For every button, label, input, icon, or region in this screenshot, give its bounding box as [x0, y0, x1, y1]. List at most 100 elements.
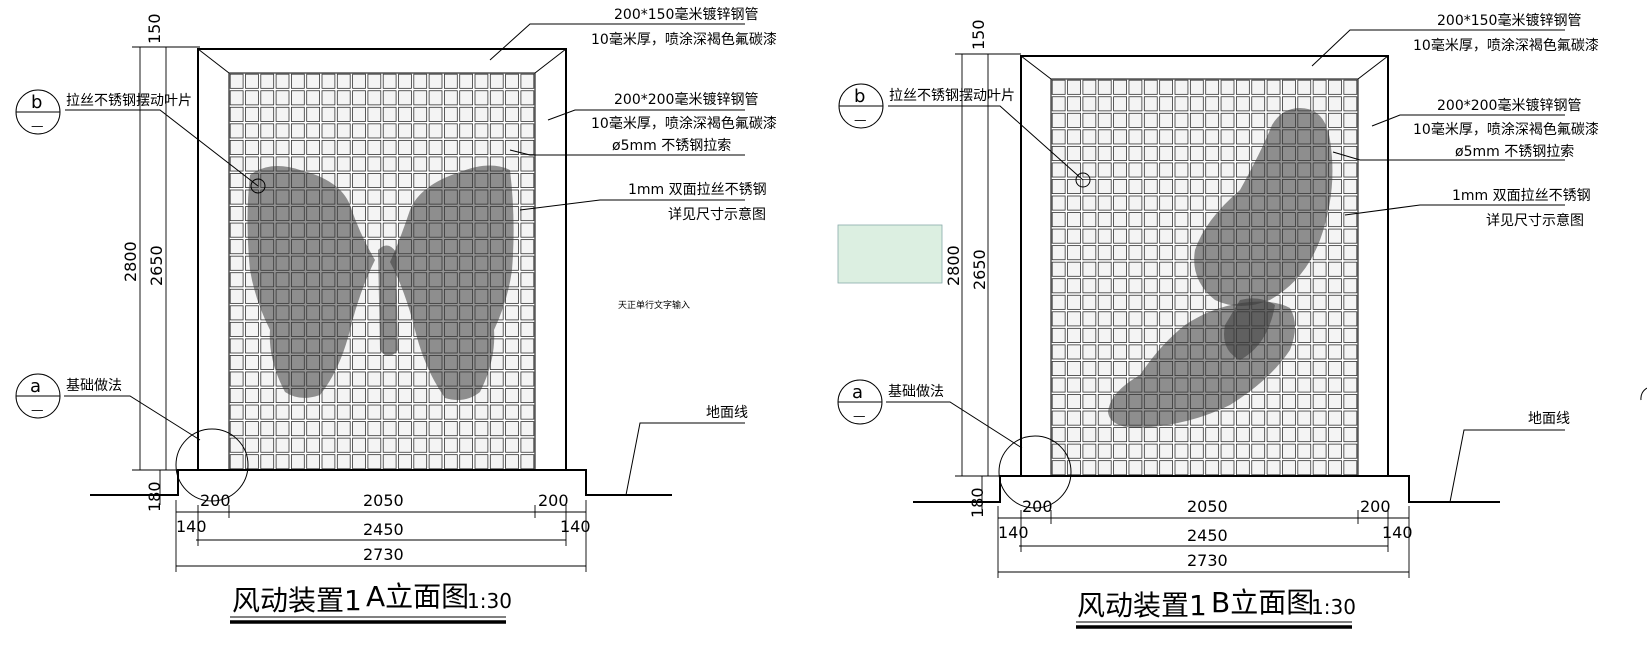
ground-base-a — [90, 469, 672, 496]
grid-cell — [428, 73, 443, 89]
grid-cell — [1143, 228, 1158, 244]
dim-base-a: 180 — [145, 481, 164, 512]
grid-cell — [321, 454, 336, 470]
grid-cell — [229, 239, 244, 255]
grid-cell — [275, 106, 290, 122]
grid-cell — [520, 371, 535, 387]
grid-cell — [413, 139, 428, 155]
grid-cell — [1251, 79, 1266, 95]
grid-cell — [352, 388, 366, 404]
grid-cell — [260, 421, 275, 437]
grid-cell — [1159, 443, 1174, 459]
grid-cell — [1067, 79, 1081, 95]
grid-cell — [489, 404, 504, 420]
grid-cell — [275, 73, 290, 89]
grid-cell — [1266, 394, 1281, 410]
grid-cell — [520, 139, 535, 155]
tag-b-letter-a: b — [31, 92, 42, 113]
grid-cell — [1251, 443, 1266, 459]
grid-cell — [229, 454, 244, 470]
grid-cell — [1067, 145, 1081, 161]
grid-cell — [1067, 394, 1081, 410]
grid-cell — [306, 139, 321, 155]
grid-cell — [413, 371, 428, 387]
grid-cell — [367, 189, 382, 205]
grid-cell — [1297, 361, 1312, 376]
grid-cell — [520, 106, 535, 122]
grid-cell — [321, 421, 336, 437]
grid-cell — [489, 355, 504, 370]
grid-cell — [1159, 311, 1174, 327]
grid-cell — [443, 421, 458, 437]
grid-cell — [1312, 344, 1327, 360]
grid-cell — [1189, 129, 1204, 145]
dim-h-inner-a: 2650 — [147, 245, 166, 286]
grid-cell — [1328, 261, 1342, 277]
grid-cell — [336, 90, 351, 106]
grid-cell — [505, 106, 519, 122]
grid-cell — [443, 156, 458, 172]
grid-cell — [352, 454, 366, 470]
grid-cell — [260, 437, 275, 453]
grid-cell — [1251, 427, 1266, 443]
grid-cell — [1282, 427, 1296, 443]
grid-cell — [1236, 427, 1250, 443]
grid-cell — [321, 404, 336, 420]
grid-cell — [443, 73, 458, 89]
grid-cell — [1220, 443, 1235, 459]
grid-cell — [382, 189, 397, 205]
grid-cell — [352, 338, 366, 354]
grid-cell — [1189, 179, 1204, 194]
grid-cell — [520, 206, 535, 222]
grid-cell — [1189, 96, 1204, 112]
grid-cell — [306, 106, 321, 122]
grid-cell — [413, 437, 428, 453]
grid-cell — [413, 106, 428, 122]
grid-cell — [1205, 79, 1220, 95]
grid-cell — [1205, 460, 1220, 476]
dim-h-total-b: 2800 — [944, 245, 963, 286]
grid-cell — [1082, 294, 1097, 310]
grid-cell — [1205, 195, 1220, 211]
grid-cell — [229, 206, 244, 222]
grid-cell — [1128, 228, 1143, 244]
scale-a: 1:30 — [467, 589, 512, 613]
grid-cell — [1067, 294, 1081, 310]
grid-cell — [1051, 460, 1066, 476]
grid-cell — [459, 123, 474, 139]
grid-cell — [352, 404, 366, 420]
grid-cell — [1189, 443, 1204, 459]
grid-cell — [229, 123, 244, 139]
grid-cell — [489, 123, 504, 139]
grid-cell — [229, 73, 244, 89]
grid-cell — [1174, 245, 1189, 261]
grid-cell — [1097, 344, 1112, 360]
grid-cell — [489, 90, 504, 106]
grid-cell — [1328, 278, 1342, 294]
grid-cell — [1082, 129, 1097, 145]
grid-cell — [428, 123, 443, 139]
grid-cell — [1251, 96, 1266, 112]
grid-cell — [352, 321, 366, 337]
grid-cell — [245, 454, 259, 470]
grid-cell — [1128, 129, 1143, 145]
grid-cell — [505, 454, 519, 470]
grid-cell — [413, 90, 428, 106]
note-ground-a: 地面线 — [706, 405, 748, 421]
grid-cell — [1097, 361, 1112, 376]
grid-cell — [321, 123, 336, 139]
tag-a-label-b: 基础做法 — [888, 383, 944, 400]
grid-cell — [413, 404, 428, 420]
grid-cell — [398, 355, 412, 370]
grid-cell — [275, 139, 290, 155]
grid-cell — [1143, 96, 1158, 112]
grid-cell — [1312, 410, 1327, 426]
grid-cell — [1113, 294, 1127, 310]
grid-cell — [505, 123, 519, 139]
grid-cell — [1297, 327, 1312, 343]
grid-cell — [459, 437, 474, 453]
grid-cell — [245, 106, 259, 122]
grid-cell — [1067, 228, 1081, 244]
grid-cell — [1159, 427, 1174, 443]
tag-a-dash-a: — — [31, 402, 44, 417]
